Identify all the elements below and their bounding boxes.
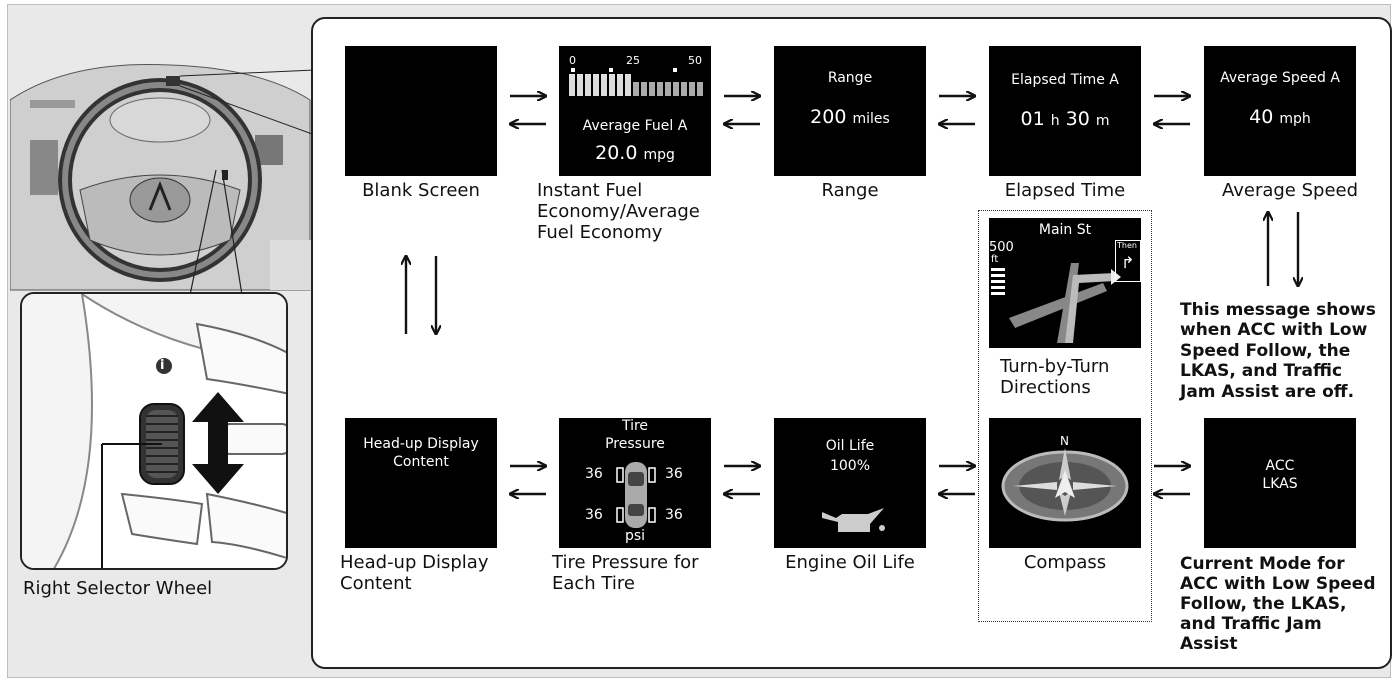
screen-elapsed-time: Elapsed Time A 01 h 30 m [989, 46, 1141, 176]
fuel-value-row: 20.0 mpg [559, 142, 711, 166]
caption-average-speed: Average Speed [1221, 180, 1359, 201]
compass-rose-icon [1001, 448, 1129, 522]
hud-title-line-2: Content [393, 454, 449, 470]
caption-hud-content: Head-up Display Content [340, 552, 488, 594]
caption-acc-lkas: Current Mode for ACC with Low Speed Foll… [1180, 554, 1375, 654]
caption-turn-line-2: Directions [1000, 377, 1091, 399]
car-topview-icon [616, 462, 656, 528]
caption-acc-line-5: Assist [1180, 634, 1238, 655]
oil-value: 100% [829, 458, 871, 474]
caption-tire-pressure: Tire Pressure for Each Tire [552, 552, 699, 594]
caption-tire-line-2: Each Tire [552, 573, 635, 595]
fuel-bar-graph [569, 68, 703, 96]
turn-then-box: Then ↱ [1115, 240, 1141, 282]
avgspeed-title: Average Speed A [1220, 70, 1340, 86]
oil-title: Oil Life [825, 438, 875, 454]
screen-tire-pressure: Tire Pressure 36 36 36 36 psi [559, 418, 711, 548]
screen-blank [345, 46, 497, 176]
tire-unit: psi [624, 528, 646, 544]
note-line-5: Jam Assist are off. [1180, 381, 1355, 402]
selector-wheel-label: Right Selector Wheel [23, 578, 213, 599]
note-line-1: This message shows [1180, 300, 1376, 320]
avgspeed-value-row: 40 mph [1204, 106, 1356, 130]
elapsed-hours: 01 [1020, 108, 1045, 130]
hud-title-line-1: Head-up Display [363, 436, 479, 452]
caption-hud-line-1: Head-up Display [340, 552, 489, 573]
caption-fuel-line-3: Fuel Economy [537, 222, 663, 244]
turn-then-label: Then [1117, 241, 1137, 250]
avgspeed-unit: mph [1279, 111, 1311, 127]
caption-fuel-economy: Instant Fuel Economy/Average Fuel Econom… [537, 180, 700, 244]
turn-distance-unit: ft [991, 254, 999, 265]
range-unit: miles [852, 111, 890, 127]
oil-can-icon [822, 508, 885, 532]
screen-hud-content: Head-up Display Content [345, 418, 497, 548]
turn-right-arrow-icon: ↱ [1121, 253, 1135, 272]
caption-fuel-line-2: Economy/Average [537, 201, 700, 223]
tire-rear-right: 36 [665, 507, 683, 523]
note-line-2: when ACC with Low [1180, 320, 1368, 341]
screen-range: Range 200 miles [774, 46, 926, 176]
caption-acc-line-2: ACC with Low Speed [1180, 574, 1376, 595]
callout-lines [189, 170, 243, 296]
compass-north: N [1060, 434, 1069, 448]
screen-average-speed: Average Speed A 40 mph [1204, 46, 1356, 176]
screen-compass: N [989, 418, 1141, 548]
caption-blank-screen: Blank Screen [362, 180, 480, 201]
elapsed-title: Elapsed Time A [1011, 72, 1119, 88]
acc-line-1: ACC [1265, 458, 1295, 474]
caption-compass: Compass [1023, 552, 1107, 573]
elapsed-m: m [1095, 113, 1110, 129]
tire-front-left: 36 [585, 466, 603, 482]
fuel-scale-0: 0 [569, 54, 576, 67]
caption-elapsed-time: Elapsed Time [1004, 180, 1126, 201]
tire-front-right: 36 [665, 466, 683, 482]
range-title: Range [827, 70, 873, 86]
fuel-title: Average Fuel A [582, 118, 688, 134]
elapsed-value-row: 01 h 30 m [989, 108, 1141, 132]
caption-fuel-line-1: Instant Fuel [537, 180, 643, 201]
tire-rear-left: 36 [585, 507, 603, 523]
fuel-unit: mpg [643, 147, 675, 163]
screen-oil-life: Oil Life 100% [774, 418, 926, 548]
avgspeed-value: 40 [1249, 106, 1274, 128]
fuel-scale-50: 50 [688, 54, 702, 67]
info-icon: i [160, 358, 165, 373]
note-line-4: LKAS, and Traffic [1180, 361, 1343, 382]
acc-line-2: LKAS [1262, 476, 1298, 492]
elapsed-h: h [1050, 113, 1060, 129]
screen-turn-by-turn: Main St 500 ft Then ↱ [989, 218, 1141, 348]
turn-distance: 500 [989, 240, 1014, 255]
note-line-3: Speed Follow, the [1180, 340, 1351, 361]
caption-turn-line-1: Turn-by-Turn [1000, 356, 1110, 377]
fuel-scale-25: 25 [626, 54, 640, 67]
range-value-row: 200 miles [774, 106, 926, 130]
caption-range: Range [821, 180, 879, 201]
range-value: 200 [810, 106, 847, 128]
caption-acc-line-3: Follow, the LKAS, [1180, 594, 1347, 615]
navigation-group-box [978, 210, 1152, 622]
turn-road-graphic [991, 263, 1121, 343]
selector-wheel-inset: i [20, 292, 288, 570]
elapsed-minutes: 30 [1065, 108, 1090, 130]
caption-tire-line-1: Tire Pressure for [552, 552, 699, 573]
caption-turn-by-turn: Turn-by-Turn Directions [1000, 356, 1109, 398]
caption-acc-line-1: Current Mode for [1180, 554, 1345, 574]
turn-street: Main St [1038, 222, 1092, 238]
acc-off-note: This message shows when ACC with Low Spe… [1180, 300, 1390, 402]
caption-acc-line-4: and Traffic Jam [1180, 614, 1322, 635]
caption-hud-line-2: Content [340, 573, 412, 595]
tire-title-line-2: Pressure [605, 436, 665, 452]
fuel-value: 20.0 [595, 142, 638, 164]
screen-fuel-economy: 0 25 50 Average Fuel A 20.0 mpg [559, 46, 711, 176]
tire-title-line-1: Tire [621, 418, 649, 434]
caption-oil-life: Engine Oil Life [785, 552, 915, 573]
steering-wheel-illustration [10, 40, 315, 300]
screen-acc-lkas: ACC LKAS [1204, 418, 1356, 548]
